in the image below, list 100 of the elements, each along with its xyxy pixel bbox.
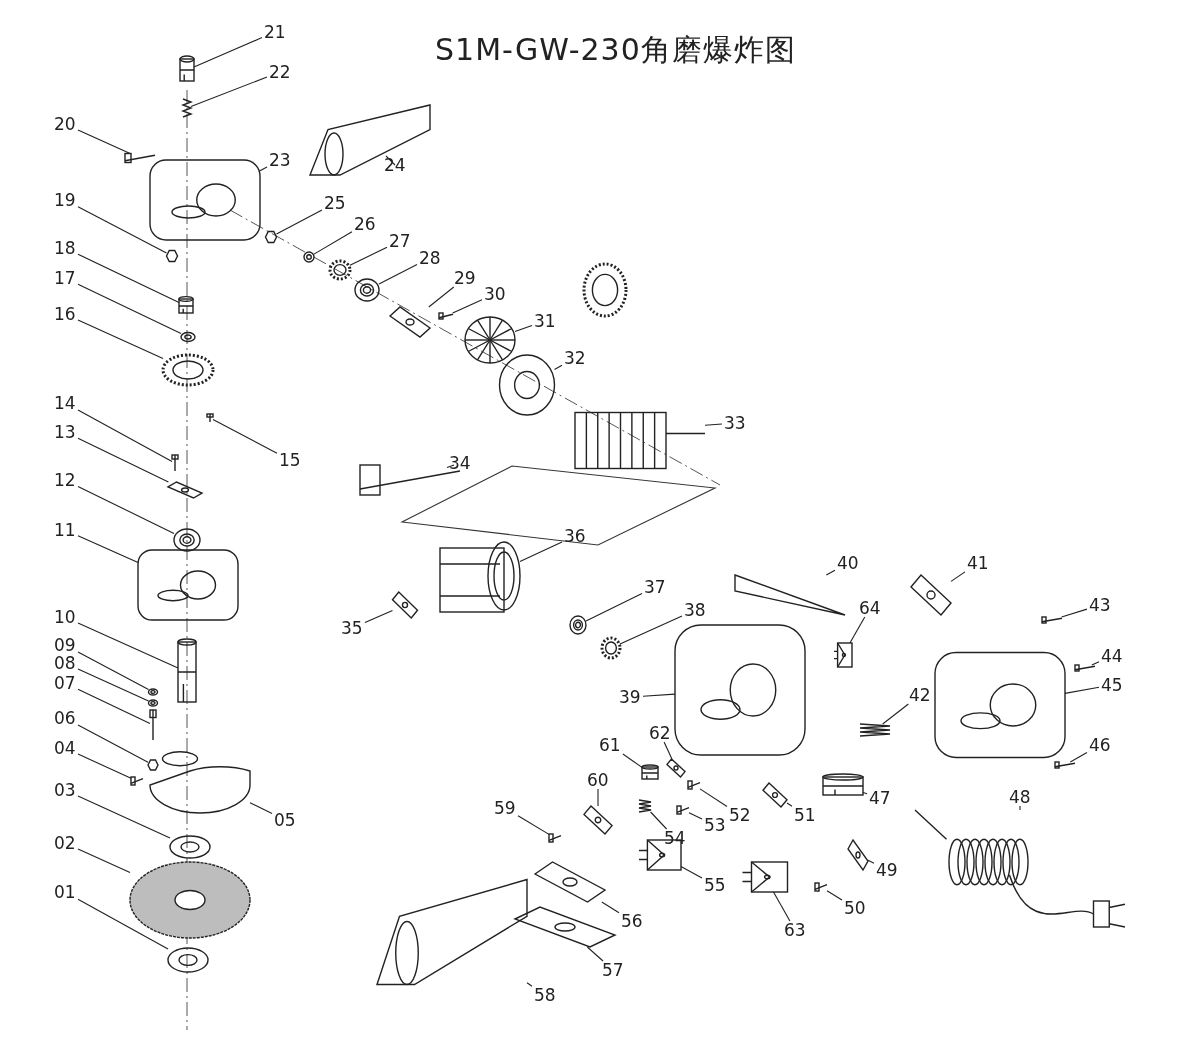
leader-line xyxy=(77,129,131,155)
leader-line xyxy=(77,795,171,839)
washer-drawing xyxy=(303,251,315,263)
callout-number: 41 xyxy=(967,554,989,572)
callout-number: 37 xyxy=(644,578,666,596)
leader-line xyxy=(428,286,455,308)
screw-drawing xyxy=(1041,616,1063,624)
callout-number: 63 xyxy=(784,921,806,939)
screw-drawing xyxy=(687,780,701,790)
callout-number: 16 xyxy=(54,305,76,323)
callout-number: 10 xyxy=(54,608,76,626)
callout-number: 48 xyxy=(1009,788,1031,806)
screw-drawing xyxy=(1074,664,1096,672)
bearing-cover-drawing xyxy=(137,549,239,621)
leader-line xyxy=(452,299,483,314)
callout-number: 61 xyxy=(599,736,621,754)
callout-number: 64 xyxy=(859,599,881,617)
screw-drawing xyxy=(171,454,179,472)
callout-number: 46 xyxy=(1089,736,1111,754)
washer-drawing xyxy=(169,835,211,859)
component-drawing xyxy=(833,642,853,668)
leader-line xyxy=(526,982,533,987)
leader-line xyxy=(378,264,418,285)
callout-number: 45 xyxy=(1101,676,1123,694)
screw-drawing xyxy=(149,709,157,741)
leader-line xyxy=(950,571,966,582)
leader-line xyxy=(849,616,866,644)
leader-line xyxy=(585,592,643,622)
callout-number: 03 xyxy=(54,781,76,799)
leader-line xyxy=(385,155,396,166)
bracket-drawing xyxy=(391,590,419,620)
switch-drawing xyxy=(533,861,607,903)
leader-line xyxy=(553,364,563,371)
leader-line xyxy=(77,898,169,950)
leader-line xyxy=(867,859,875,864)
spring-drawing xyxy=(859,723,891,737)
callout-number: 28 xyxy=(419,249,441,267)
leader-line xyxy=(882,703,909,725)
callout-number: 01 xyxy=(54,883,76,901)
wheel-guard-drawing xyxy=(149,751,251,814)
leader-line xyxy=(642,693,676,697)
leader-line xyxy=(862,791,868,795)
handle-cover-drawing xyxy=(934,651,1066,759)
carbon-brush-drawing xyxy=(762,782,788,808)
baffle-ring-drawing xyxy=(498,354,556,416)
leader-line xyxy=(349,246,388,266)
leader-line xyxy=(704,423,723,426)
bearing-drawing xyxy=(354,278,380,302)
callout-number: 26 xyxy=(354,215,376,233)
callout-number: 39 xyxy=(619,688,641,706)
screw-drawing xyxy=(548,833,562,843)
plate-drawing xyxy=(166,481,204,499)
leader-line xyxy=(249,802,273,815)
callout-number: 15 xyxy=(279,451,301,469)
callout-number: 36 xyxy=(564,527,586,545)
screw-drawing xyxy=(676,805,690,815)
screw-drawing xyxy=(1054,761,1076,769)
bush-drawing xyxy=(178,295,194,314)
leader-line xyxy=(1064,686,1100,694)
leader-line xyxy=(193,37,263,68)
callout-number: 25 xyxy=(324,194,346,212)
switch-lever-drawing xyxy=(513,906,617,948)
washer-drawing xyxy=(147,699,159,707)
callout-number: 43 xyxy=(1089,596,1111,614)
leader-line xyxy=(699,788,728,808)
leader-line xyxy=(619,615,683,645)
leader-line xyxy=(77,688,151,725)
callout-number: 50 xyxy=(844,899,866,917)
leader-line xyxy=(446,464,455,468)
leader-line xyxy=(77,409,173,462)
callout-number: 56 xyxy=(621,912,643,930)
screw-drawing xyxy=(130,776,144,786)
bearing-drawing xyxy=(173,528,201,552)
callout-number: 06 xyxy=(54,709,76,727)
motor-housing-drawing xyxy=(674,624,806,756)
bearing-drawing xyxy=(569,615,587,635)
callout-number: 21 xyxy=(264,23,286,41)
leader-line xyxy=(622,753,643,768)
callout-number: 12 xyxy=(54,471,76,489)
callout-number: 51 xyxy=(794,806,816,824)
plate-drawing xyxy=(388,306,432,338)
leader-line xyxy=(519,541,563,563)
spring-drawing xyxy=(181,98,193,118)
callout-number: 40 xyxy=(837,554,859,572)
leader-line xyxy=(1019,805,1021,811)
callout-number: 55 xyxy=(704,876,726,894)
pin-drawing xyxy=(206,413,214,423)
power-cord-drawing xyxy=(914,809,1126,928)
leader-line xyxy=(786,802,793,807)
spindle-drawing xyxy=(177,638,197,703)
stator-drawing xyxy=(439,541,521,613)
cover-drawing xyxy=(734,574,846,616)
leader-line xyxy=(77,848,131,874)
callout-number: 09 xyxy=(54,636,76,654)
callout-number: 27 xyxy=(389,232,411,250)
screw-drawing xyxy=(814,882,828,892)
leader-line xyxy=(825,569,836,576)
callout-number: 04 xyxy=(54,739,76,757)
leader-line xyxy=(190,76,268,108)
cord-sleeve-drawing xyxy=(822,773,864,796)
